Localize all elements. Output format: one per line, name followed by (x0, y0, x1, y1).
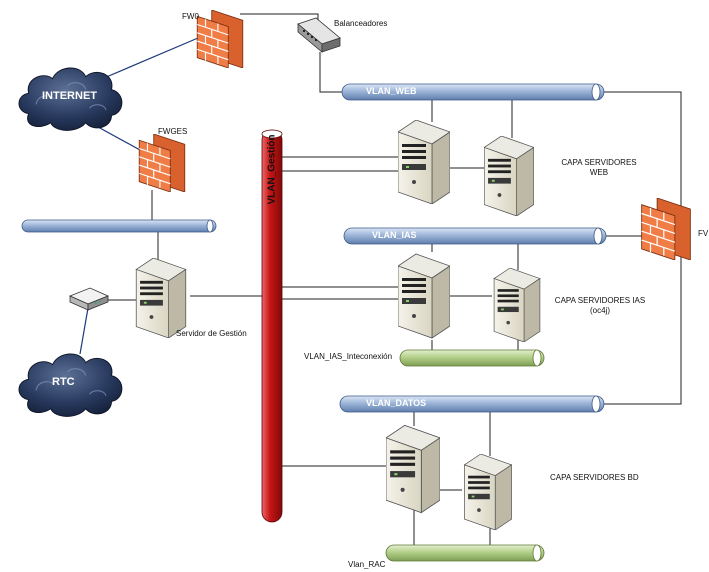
server-icon (135, 258, 187, 338)
vlan-gestion-label: VLAN_Gestión (266, 134, 278, 205)
vlan-rac-bus (385, 544, 545, 562)
vlan-datos-bus (339, 395, 605, 413)
modem-icon (68, 287, 110, 311)
vlan-gestion-bus (261, 129, 283, 523)
rtc-label: RTC (52, 376, 75, 388)
link-vlanweb-fw (600, 91, 682, 208)
vlan-ias-interconexion-bus (399, 349, 545, 367)
link-internet-fw0 (103, 37, 199, 79)
fw-right-label: FV (698, 229, 709, 238)
server-icon (463, 454, 513, 530)
vlan-ias-label: VLAN_IAS (372, 230, 417, 240)
vlan-ias-interconexion-label: VLAN_IAS_Inteconexión (304, 352, 393, 361)
link-fw-vlandatos (600, 256, 682, 405)
server-icon (398, 120, 450, 204)
servidor-gestion-label: Servidor de Gestión (176, 329, 247, 338)
server-icon (493, 268, 541, 342)
vlan-web-bus (341, 83, 605, 101)
capa-ias-label-2: (oc4j) (589, 306, 610, 315)
links (151, 13, 682, 550)
server-icon (386, 424, 440, 514)
gestion-lan-bus (21, 219, 217, 233)
vlan-datos-label: VLAN_DATOS (366, 398, 427, 408)
vlan-rac-label: Vlan_RAC (348, 560, 386, 569)
link-rtc-modem (79, 307, 89, 355)
fwges-label: FWGES (158, 127, 188, 136)
firewall-icon (640, 198, 692, 260)
capa-bd-label: CAPA SERVIDORES BD (550, 473, 639, 482)
vlan-ias-bus (343, 227, 607, 245)
switch-icon (297, 17, 341, 53)
capa-web-label-1: CAPA SERVIDORES (561, 158, 637, 167)
internet-label: INTERNET (42, 90, 97, 102)
fw0-label: FW0 (182, 12, 199, 21)
firewall-icon (196, 10, 244, 68)
link-balanceadores-vlanweb (319, 52, 343, 93)
firewall-icon (138, 134, 186, 192)
link-fw0-balanceadores (240, 13, 319, 20)
capa-ias-label-1: CAPA SERVIDORES IAS (554, 296, 646, 305)
capa-web-label-2: WEB (589, 168, 609, 177)
balanceadores-label: Balanceadores (334, 19, 388, 28)
server-icon (398, 253, 450, 339)
server-icon (484, 136, 534, 216)
vlan-web-label: VLAN_WEB (366, 86, 417, 96)
